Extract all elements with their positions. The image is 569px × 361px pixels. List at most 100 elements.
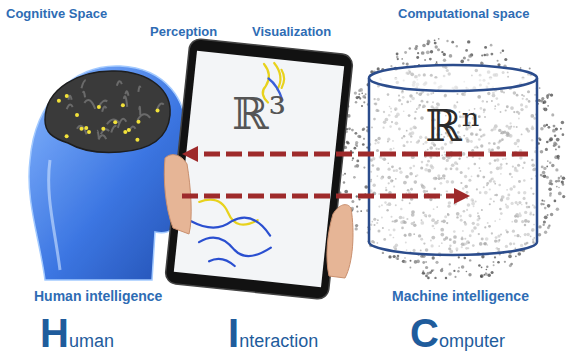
data-point <box>461 265 465 269</box>
data-point <box>427 39 430 42</box>
data-point <box>341 195 344 198</box>
data-point <box>427 40 430 43</box>
data-point <box>546 176 549 179</box>
data-point <box>539 87 541 89</box>
data-point <box>355 227 358 230</box>
data-point <box>460 60 464 64</box>
data-point <box>467 40 470 43</box>
tablet-frame <box>165 38 354 300</box>
data-point <box>469 259 471 261</box>
data-point <box>497 261 500 264</box>
data-point <box>502 49 505 52</box>
data-point <box>544 215 548 219</box>
neuron-dot <box>156 109 160 113</box>
data-point <box>543 200 545 202</box>
neuron-dot <box>127 128 131 132</box>
data-point <box>429 58 432 61</box>
data-point <box>561 121 565 125</box>
data-point <box>555 180 558 183</box>
data-point <box>558 146 561 149</box>
data-point <box>497 60 499 62</box>
data-point <box>363 138 365 140</box>
left-hand <box>164 155 191 234</box>
data-point <box>490 44 493 47</box>
data-point <box>542 102 544 104</box>
brain <box>45 71 170 153</box>
data-point <box>377 67 380 70</box>
data-point <box>558 177 561 180</box>
space-heading: Computational space <box>398 6 529 21</box>
data-point <box>548 187 552 191</box>
data-point <box>360 210 362 212</box>
tablet-screen: ℝ³ <box>163 38 355 300</box>
brain-fold <box>84 100 95 109</box>
data-point <box>390 65 392 67</box>
data-point <box>538 233 542 237</box>
data-point <box>434 277 436 279</box>
data-point <box>540 150 544 154</box>
brain-fold <box>107 120 119 125</box>
brain-folds <box>57 80 164 142</box>
data-point <box>504 58 507 61</box>
data-point <box>355 224 358 227</box>
data-point <box>358 198 360 200</box>
screen-plot <box>209 258 235 266</box>
data-point <box>494 256 496 258</box>
data-point <box>434 39 436 41</box>
acronym-word: Human <box>40 311 114 356</box>
data-point <box>427 272 430 275</box>
data-point <box>558 192 562 196</box>
data-point <box>356 145 358 147</box>
data-point <box>539 139 541 141</box>
data-point <box>547 204 551 208</box>
data-point <box>356 159 359 162</box>
brain-fold <box>125 91 128 95</box>
data-point <box>549 137 553 141</box>
neuron-dot <box>75 113 79 117</box>
data-point <box>550 183 553 186</box>
data-point <box>397 58 399 60</box>
data-point <box>422 44 426 48</box>
data-point <box>544 231 547 234</box>
feedback-arrow <box>190 152 528 157</box>
data-point <box>468 273 471 276</box>
data-point <box>352 151 354 153</box>
data-point <box>410 260 412 262</box>
data-point <box>538 225 541 228</box>
data-point <box>406 63 409 66</box>
data-point <box>544 108 548 112</box>
data-point <box>354 132 357 135</box>
data-point <box>415 45 418 48</box>
process-label: Perception <box>150 24 217 39</box>
brain-fold <box>157 103 164 109</box>
data-point <box>542 171 546 175</box>
data-point <box>550 213 553 216</box>
tablet-screen-outline <box>163 38 355 300</box>
data-point <box>553 125 556 128</box>
data-point <box>481 54 483 56</box>
data-point <box>402 62 405 65</box>
data-point <box>346 141 349 144</box>
input-arrow <box>182 194 462 199</box>
data-point <box>562 195 565 198</box>
data-point <box>443 53 446 56</box>
data-point <box>468 54 472 58</box>
data-point <box>435 261 438 264</box>
brain-fold <box>138 86 140 91</box>
data-point <box>441 51 443 53</box>
data-point <box>547 214 549 216</box>
data-point <box>562 133 565 136</box>
data-point <box>515 255 517 257</box>
data-point <box>355 164 359 168</box>
data-point <box>363 167 365 169</box>
data-point <box>362 95 366 99</box>
data-point <box>558 187 560 189</box>
neuron-dot <box>97 105 101 109</box>
data-point <box>487 273 490 276</box>
data-point <box>541 97 544 100</box>
data-point <box>493 261 495 263</box>
right-hand <box>327 205 353 278</box>
data-point <box>364 185 368 189</box>
data-point <box>431 269 434 272</box>
